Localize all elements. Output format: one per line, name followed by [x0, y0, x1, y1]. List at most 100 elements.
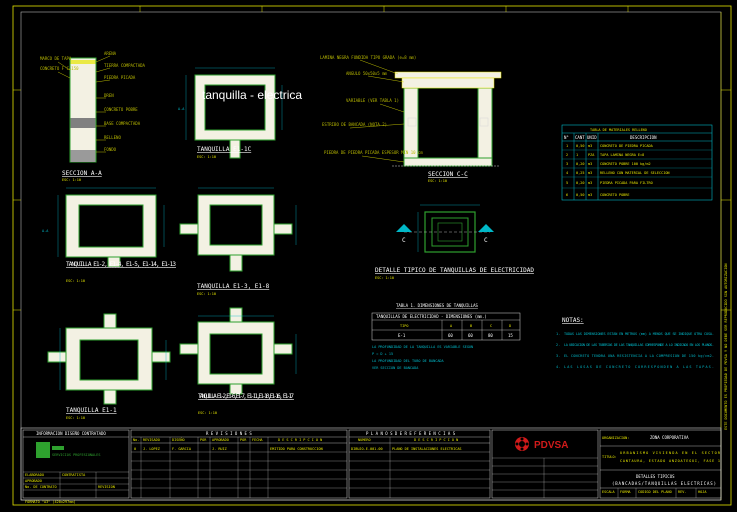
mat-cell: 6 — [566, 193, 568, 197]
mat-cell: m3 — [588, 181, 592, 185]
mat-header: DESCRIPCION — [630, 135, 657, 140]
dim-header: C — [490, 324, 492, 328]
sec-aa-callout: DREN — [104, 93, 114, 98]
contractor-field: CONTRATISTA — [62, 473, 86, 477]
note-item: EL CONCRETO TENDRA UNA RESISTENCIA A LA … — [564, 354, 714, 358]
plan-label: TANQUILLA E1-3, E1-8 — [197, 283, 270, 290]
section-cc: LAMINA NEGRA FUNDIDA TIPO GRADA (e=8 mm)… — [320, 55, 502, 183]
rev-cell: EMITIDO PARA CONSTRUCCION — [270, 447, 323, 451]
rev-col: POR — [240, 438, 247, 442]
bottom-field: CODIGO DEL PLANO — [638, 490, 672, 494]
rev-col: APROBADO — [212, 438, 229, 442]
rev-col: No. — [133, 438, 139, 442]
bottom-field: HOJA — [698, 490, 707, 494]
section-cc-scale: ESC: 1:10 — [428, 179, 447, 183]
contractor-field: No. DE CONTRATO — [25, 485, 57, 489]
rev-col: REVISADO — [143, 438, 160, 442]
note-number: 3. — [556, 354, 560, 358]
plan-label: TANQUILLA E1-1 — [66, 407, 117, 414]
dim-header: B — [470, 324, 472, 328]
plan-label: TANQUILLA E1-2, E1-4, E1-5, E1-14, E1-13 — [66, 261, 176, 268]
mat-cell: PIEDRA PICADA PARA FILTRO — [600, 181, 653, 185]
materials-rows: 1 0,50 m3 CONCRETO DE PIEDRA PICADA 2 1 … — [566, 144, 670, 197]
sec-cc-callout: ANGULO 50x50x5 mm — [346, 71, 388, 76]
mat-cell: 5 — [566, 181, 568, 185]
dimensions-table: TABLA 1. DIMENSIONES DE TANQUILLAS TANQU… — [371, 303, 521, 370]
plan-label: TANQUILLA E1-2,E1-6,E1-7, E1-11,E1-10,E1… — [198, 393, 294, 400]
plan-e1-1c: A-A TANQUILLA E1-1C ESC: 1:10 — [178, 67, 283, 159]
mat-header: UNID — [587, 135, 597, 140]
detail-name: DETALLES TIPICOS — [636, 474, 675, 479]
rev-col: D E S C R I P C I O N — [278, 438, 322, 442]
dim-label: A-A — [178, 107, 185, 111]
sec-aa-callout: PIEDRA PICADA — [104, 75, 136, 80]
plan-scale: ESC: 1:10 — [66, 416, 85, 420]
mat-header: CANT — [575, 135, 585, 140]
dim-note: VER SECCION DE BANCADA — [372, 366, 419, 370]
sec-aa-callout: BASE COMPACTADA — [104, 121, 141, 126]
title-label: TITULO: — [602, 455, 617, 459]
sec-aa-callout: CONCRETO POBRE — [104, 107, 138, 112]
detail-plan: C C DETALLE TIPICO DE TANQUILLAS DE ELEC… — [375, 204, 534, 280]
detail-scale: ESC: 1:10 — [375, 276, 394, 280]
mat-cell: 0,50 — [576, 144, 584, 148]
dim-cell: 60 — [468, 333, 473, 338]
dim-table-subtitle: TANQUILLAS DE ELECTRICIDAD - DIMENSIONES… — [376, 314, 487, 319]
sec-cc-callout: VARIABLE (VER TABLA 1) — [346, 98, 399, 103]
rev-cell: J. RUIZ — [212, 447, 227, 451]
dim-cell: 60 — [448, 333, 453, 338]
dept-value: ZONA CORPORATIVA — [650, 435, 689, 440]
center-label: tanquilla - electrica — [202, 88, 302, 102]
ref-cell: DIBUJO-E-001-00 — [351, 447, 383, 451]
dim-table-title: TABLA 1. DIMENSIONES DE TANQUILLAS — [396, 303, 478, 308]
rev-col: DISEÑO — [172, 437, 185, 442]
sec-aa-callout: CONCRETO F'C=150 — [40, 66, 79, 71]
dim-header: A — [450, 324, 453, 328]
materials-title: TABLA DE MATERIALES RELLENO — [590, 128, 647, 132]
revisions-header: R E V I S I O N E S — [206, 431, 252, 436]
frame-ticks — [13, 6, 731, 311]
dim-cell: 80 — [488, 333, 493, 338]
detail-name: (BANCADAS/TANQUILLAS ELECTRICAS) — [612, 481, 716, 486]
mat-cell: 4 — [566, 171, 568, 175]
contractor-name: SERVICIOS PROFESIONALES — [52, 453, 100, 457]
dim-label: A-A — [42, 229, 49, 233]
title-block: INFORMACION DISEÑO CONTRATADO SERVICIOS … — [20, 427, 722, 504]
rev-cell: F. GARCIA — [172, 447, 192, 451]
note-number: 4. — [556, 365, 560, 369]
mat-cell: 3 — [566, 162, 568, 166]
plan-scale: ESC: 1:10 — [198, 411, 217, 415]
mat-cell: m3 — [588, 162, 592, 166]
sec-aa-callout: FONDO — [104, 147, 117, 152]
section-aa-body — [69, 57, 97, 163]
mat-cell: 1 — [566, 144, 568, 148]
mat-cell: 0,20 — [576, 162, 584, 166]
dim-header: TIPO — [400, 324, 408, 328]
sec-aa-callout: MARCO DE TAPA — [40, 56, 72, 61]
sec-cc-callout: PIEDRA DE PIEDRA PICADA ESPESOR MIN 10 c… — [324, 150, 423, 155]
rev-cell: J. LOPEZ — [143, 447, 160, 451]
dim-cell: E-1 — [398, 333, 406, 338]
mat-cell: CONCRETO POBRE 100 kg/m2 — [600, 162, 651, 166]
bottom-field: REV. — [678, 490, 686, 494]
dim-note: LA PROFUNDIDAD DEL TUBO DE BANCADA — [372, 359, 445, 363]
bottom-field: ESCALA — [602, 490, 616, 494]
note-item: LAS LOSAS DE CONCRETO CORRESPONDEN A LAS… — [564, 365, 714, 369]
detail-title: DETALLE TIPICO DE TANQUILLAS DE ELECTRIC… — [375, 267, 534, 274]
mat-cell: CONCRETO POBRE — [600, 193, 630, 197]
note-item: TODAS LAS DIMENSIONES ESTAN EN METROS (m… — [564, 332, 714, 336]
sec-aa-callout: RELLENO — [104, 135, 121, 140]
title-line: CANTAURA, ESTADO ANZOATEGUI, FASE 1 — [620, 459, 720, 463]
note-number: 2. — [556, 343, 560, 347]
mat-cell: RELLENO CON MATERIAL DE SELECCION — [600, 171, 670, 175]
ref-col: NUMERO — [358, 438, 371, 442]
plan-scale: ESC: 1:10 — [66, 279, 85, 283]
mat-cell: 0,20 — [576, 181, 584, 185]
plan-e1-2: A-A TANQUILLA E1-2, E1-4, E1-5, E1-14, E… — [42, 187, 176, 283]
general-notes: NOTAS: 1. TODAS LAS DIMENSIONES ESTAN EN… — [556, 317, 714, 369]
sec-cc-callout: LAMINA NEGRA FUNDIDA TIPO GRADA (e=8 mm) — [320, 55, 416, 60]
bottom-field: FORMA — [620, 490, 631, 494]
mat-cell: 2 — [566, 153, 568, 157]
section-aa-title: SECCION A-A — [62, 170, 102, 177]
